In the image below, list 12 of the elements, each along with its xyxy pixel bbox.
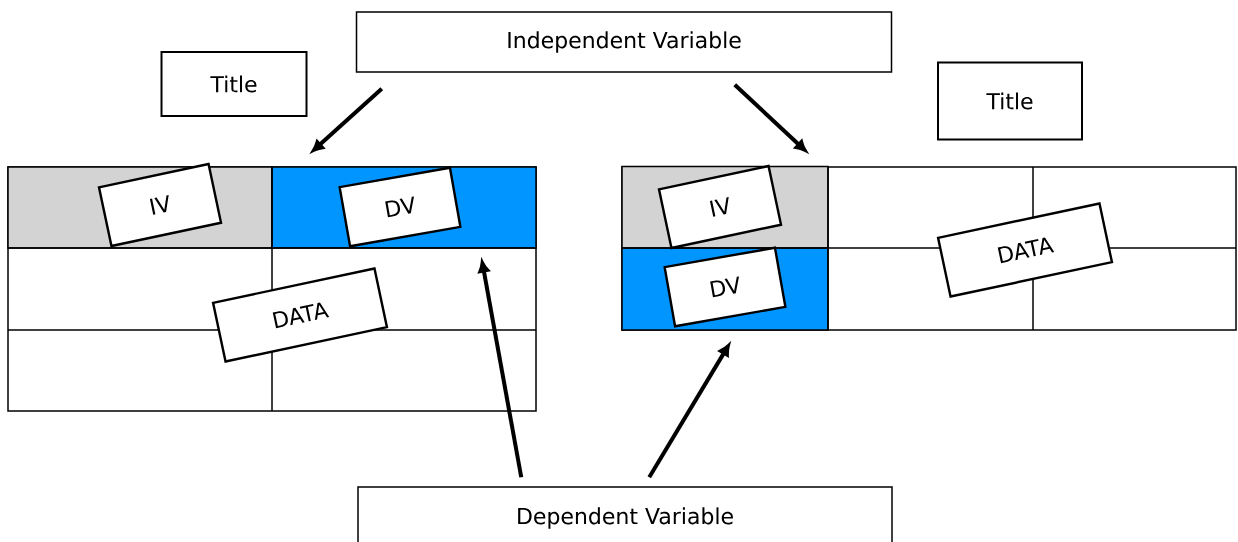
- tag: DATA: [936, 202, 1114, 298]
- arrow: [311, 87, 384, 152]
- label-box: Dependent Variable: [357, 486, 893, 542]
- arrow: [733, 83, 807, 152]
- tag: DATA: [211, 267, 389, 363]
- tag: DV: [663, 246, 787, 328]
- tag: DV: [338, 166, 462, 248]
- tag: IV: [97, 162, 223, 248]
- tag: IV: [657, 164, 783, 250]
- title-box: Title: [160, 51, 308, 117]
- label-box: Independent Variable: [355, 11, 893, 73]
- title-box: Title: [937, 61, 1083, 141]
